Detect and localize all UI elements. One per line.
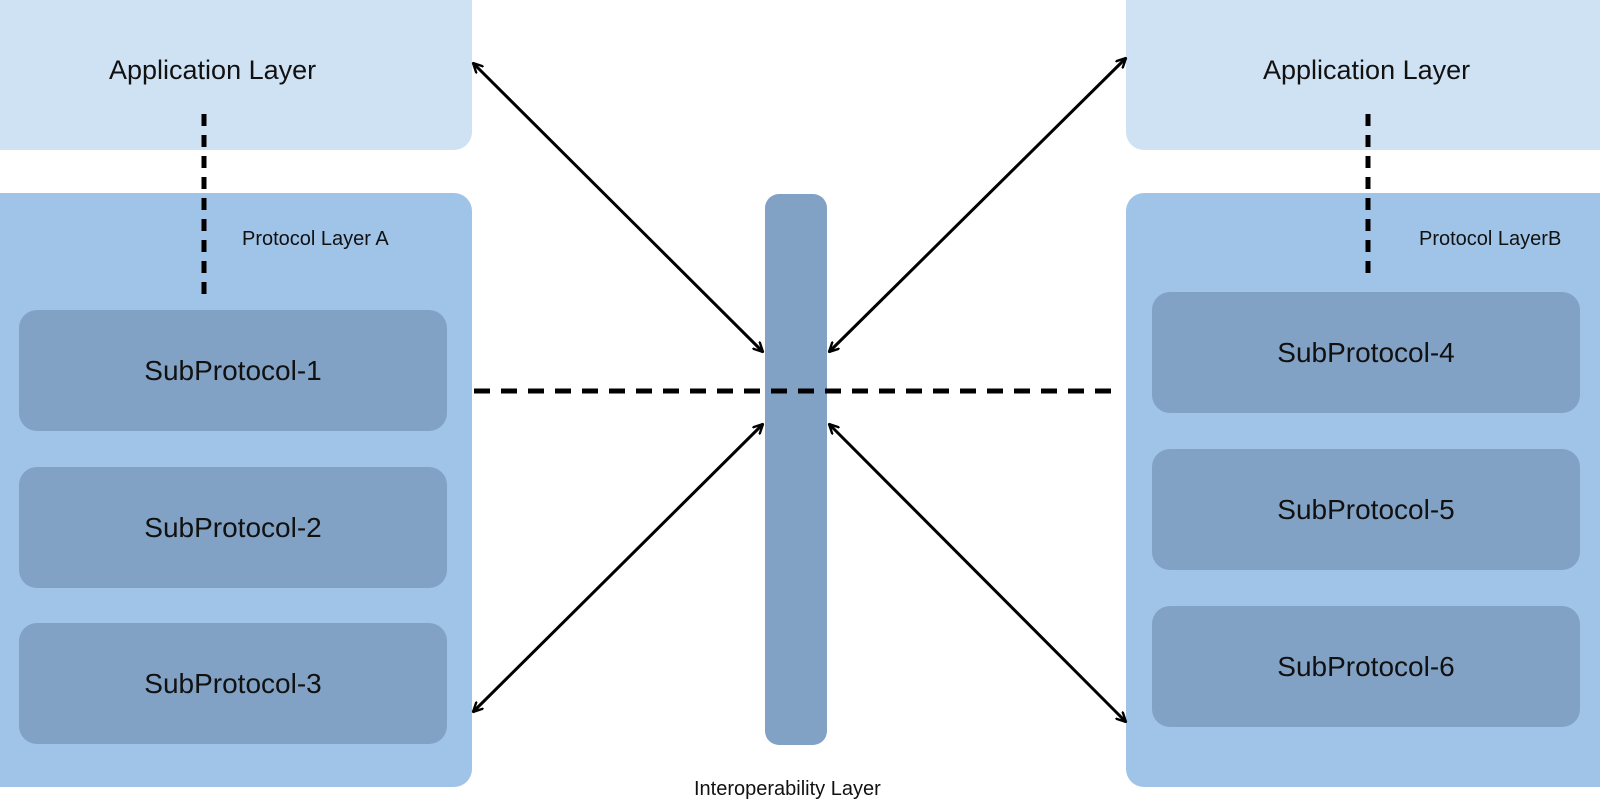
subprotocol-6-label: SubProtocol-6 [1277,650,1455,682]
interoperability-layer-bar [765,194,827,745]
subprotocol-5-label: SubProtocol-5 [1277,493,1455,525]
subprotocol-4: SubProtocol-4 [1152,292,1580,413]
arrow-left-app-to-interop [473,63,763,352]
subprotocol-2: SubProtocol-2 [19,467,447,588]
right-application-layer-label: Application Layer [1263,55,1471,85]
subprotocol-6: SubProtocol-6 [1152,606,1580,727]
arrow-right-protocol-to-interop [829,424,1126,722]
subprotocol-2-label: SubProtocol-2 [144,511,322,543]
right-application-layer [1126,0,1600,150]
arrow-left-protocol-to-interop [473,424,763,712]
subprotocol-3-label: SubProtocol-3 [144,667,322,699]
right-protocol-layer-label: Protocol LayerB [1419,228,1562,250]
subprotocol-5: SubProtocol-5 [1152,449,1580,570]
subprotocol-1-label: SubProtocol-1 [144,354,322,386]
left-protocol-layer-label: Protocol Layer A [242,228,389,250]
left-application-layer-label: Application Layer [109,55,317,85]
subprotocol-3: SubProtocol-3 [19,623,447,744]
left-application-layer [0,0,472,150]
arrow-right-app-to-interop [829,58,1126,352]
subprotocol-4-label: SubProtocol-4 [1277,336,1455,368]
subprotocol-1: SubProtocol-1 [19,310,447,431]
interoperability-layer-label: Interoperability Layer [694,778,881,800]
